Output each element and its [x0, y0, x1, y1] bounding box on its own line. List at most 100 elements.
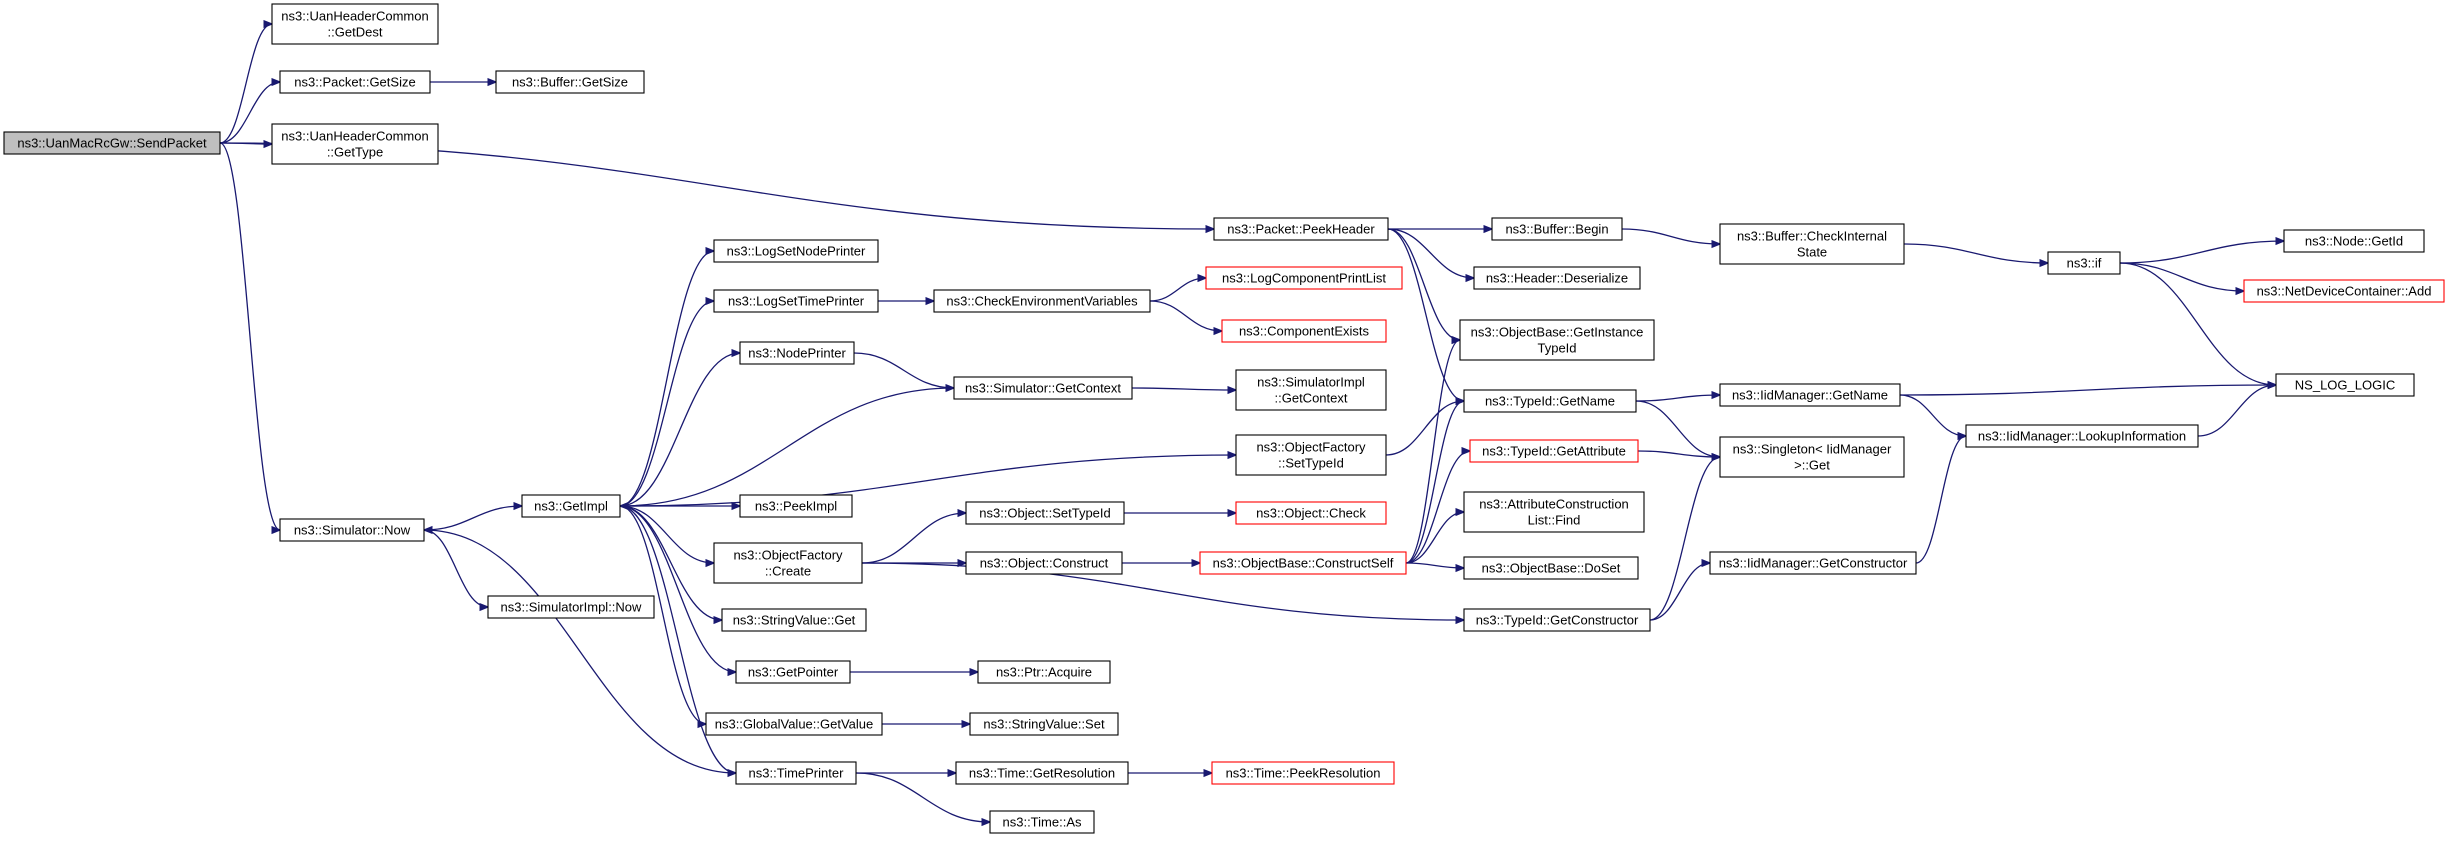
- node-simimpl-getcontext[interactable]: ns3::SimulatorImpl::GetContext: [1235, 369, 1387, 411]
- node-node-getid[interactable]: ns3::Node::GetId: [2283, 229, 2425, 253]
- node-stringvalue-get[interactable]: ns3::StringValue::Get: [721, 608, 867, 632]
- edge-simulator-now-to-simimpl-now: [423, 529, 488, 607]
- node-stringvalue-set[interactable]: ns3::StringValue::Set: [969, 712, 1119, 736]
- node-box: [1463, 389, 1637, 413]
- edge-typeid-getconstructor-to-iidmgr-getconstructor: [1649, 563, 1710, 621]
- edge-path: [619, 505, 736, 773]
- node-objbase-doset[interactable]: ns3::ObjectBase::DoSet: [1463, 556, 1639, 580]
- node-box: [713, 239, 879, 263]
- node-nodeprinter[interactable]: ns3::NodePrinter: [739, 341, 855, 365]
- node-typeid-getconstructor[interactable]: ns3::TypeId::GetConstructor: [1463, 608, 1651, 632]
- edge-path: [620, 387, 955, 506]
- node-label-line: ns3::AttributeConstruction: [1479, 497, 1629, 512]
- node-packet-peekheader[interactable]: ns3::Packet::PeekHeader: [1213, 217, 1389, 241]
- edge-path: [1915, 436, 1966, 564]
- node-label-line: ns3::Ptr::Acquire: [996, 665, 1092, 680]
- node-iidmgr-getname[interactable]: ns3::IidManager::GetName: [1719, 383, 1901, 407]
- node-ptr-acquire[interactable]: ns3::Ptr::Acquire: [977, 660, 1111, 684]
- node-box: [1965, 424, 2199, 448]
- node-box: [1463, 491, 1645, 533]
- node-time-as[interactable]: ns3::Time::As: [989, 810, 1095, 834]
- edge-timeprinter-to-time-as: [855, 772, 990, 822]
- node-ndc-add[interactable]: ns3::NetDeviceContainer::Add: [2243, 279, 2445, 303]
- node-objbase-constructself[interactable]: ns3::ObjectBase::ConstructSelf: [1199, 551, 1407, 575]
- node-componentexists[interactable]: ns3::ComponentExists: [1221, 319, 1387, 343]
- node-box: [977, 660, 1111, 684]
- node-simimpl-now[interactable]: ns3::SimulatorImpl::Now: [487, 595, 655, 619]
- node-packet-getsize[interactable]: ns3::Packet::GetSize: [279, 70, 431, 94]
- node-logsettimeprinter[interactable]: ns3::LogSetTimePrinter: [713, 289, 879, 313]
- edge-path: [619, 353, 740, 507]
- edge-path: [619, 505, 706, 724]
- edge-sendpacket-to-uhc-getdest: [219, 24, 272, 144]
- edge-path: [219, 142, 280, 530]
- node-buffer-getsize[interactable]: ns3::Buffer::GetSize: [495, 70, 645, 94]
- edge-path: [861, 513, 966, 564]
- node-buffer-begin[interactable]: ns3::Buffer::Begin: [1491, 217, 1623, 241]
- node-label-line: ns3::Object::Check: [1256, 506, 1366, 521]
- node-globalvalue-getvalue[interactable]: ns3::GlobalValue::GetValue: [705, 712, 883, 736]
- edge-path: [2119, 262, 2276, 385]
- edge-getimpl-to-objfactory-create: [619, 505, 714, 563]
- edge-objbase-constructself-to-attrconstlist-find: [1405, 512, 1464, 564]
- node-simulator-now[interactable]: ns3::Simulator::Now: [279, 518, 425, 542]
- node-box: [2047, 251, 2121, 275]
- edge-checkenvvars-to-componentexists: [1149, 300, 1222, 331]
- node-iidmgr-getconstructor[interactable]: ns3::IidManager::GetConstructor: [1709, 551, 1917, 575]
- node-object-check[interactable]: ns3::Object::Check: [1235, 501, 1387, 525]
- node-ns3-if[interactable]: ns3::if: [2047, 251, 2121, 275]
- node-box: [1211, 761, 1395, 785]
- node-object-settypeid[interactable]: ns3::Object::SetTypeId: [965, 501, 1125, 525]
- edge-path: [1649, 563, 1710, 621]
- node-label-line: ns3::ObjectFactory: [733, 548, 843, 563]
- node-checkenvvars[interactable]: ns3::CheckEnvironmentVariables: [933, 289, 1151, 313]
- node-label-line: ::GetType: [327, 145, 383, 160]
- node-label-line: ns3::TimePrinter: [749, 766, 845, 781]
- edge-objfactory-create-to-typeid-getconstructor: [861, 562, 1464, 620]
- node-label-line: ns3::UanHeaderCommon: [281, 9, 428, 24]
- node-logsetnodeprinter[interactable]: ns3::LogSetNodePrinter: [713, 239, 879, 263]
- node-singleton-get[interactable]: ns3::Singleton< IidManager>::Get: [1719, 436, 1905, 478]
- node-label-line: ns3::ObjectBase::ConstructSelf: [1213, 556, 1394, 571]
- node-typeid-getattribute[interactable]: ns3::TypeId::GetAttribute: [1469, 439, 1639, 463]
- node-header-deserialize[interactable]: ns3::Header::Deserialize: [1473, 266, 1641, 290]
- node-objfactory-create[interactable]: ns3::ObjectFactory::Create: [713, 542, 863, 584]
- node-peekimpl[interactable]: ns3::PeekImpl: [739, 494, 853, 518]
- edge-simulator-getcontext-to-getimpl: [620, 387, 955, 506]
- edge-path: [1405, 340, 1460, 564]
- node-uhc-gettype[interactable]: ns3::UanHeaderCommon::GetType: [271, 123, 439, 165]
- node-box: [271, 3, 439, 45]
- edge-objfactory-create-to-object-settypeid: [861, 513, 966, 564]
- node-ns-log-logic[interactable]: NS_LOG_LOGIC: [2275, 373, 2415, 397]
- node-objfactory-settypeid[interactable]: ns3::ObjectFactory::SetTypeId: [1235, 434, 1387, 476]
- node-typeid-getname[interactable]: ns3::TypeId::GetName: [1463, 389, 1637, 413]
- node-label-line: ns3::Buffer::Begin: [1505, 222, 1608, 237]
- node-uhc-getdest[interactable]: ns3::UanHeaderCommon::GetDest: [271, 3, 439, 45]
- node-getimpl[interactable]: ns3::GetImpl: [521, 494, 621, 518]
- edge-path: [219, 82, 280, 144]
- node-getpointer[interactable]: ns3::GetPointer: [735, 660, 851, 684]
- node-box: [713, 289, 879, 313]
- node-label-line: ns3::PeekImpl: [755, 499, 837, 514]
- node-time-getresolution[interactable]: ns3::Time::GetResolution: [955, 761, 1129, 785]
- node-label-line: ns3::IidManager::GetName: [1732, 388, 1888, 403]
- node-box: [1221, 319, 1387, 343]
- node-box: [1709, 551, 1917, 575]
- node-time-peekresolution[interactable]: ns3::Time::PeekResolution: [1211, 761, 1395, 785]
- node-simulator-getcontext[interactable]: ns3::Simulator::GetContext: [953, 376, 1133, 400]
- edge-iidmgr-getname-to-iidmgr-lookupinfo: [1899, 394, 1966, 436]
- node-logcomponentprintlist[interactable]: ns3::LogComponentPrintList: [1205, 266, 1403, 290]
- node-box: [739, 341, 855, 365]
- node-label-line: ns3::LogSetNodePrinter: [727, 244, 866, 259]
- node-label-line: ::GetDest: [328, 25, 383, 40]
- edge-path: [2119, 262, 2244, 291]
- node-iidmgr-lookupinfo[interactable]: ns3::IidManager::LookupInformation: [1965, 424, 2199, 448]
- edge-ns3-if-to-ndc-add: [2119, 262, 2244, 291]
- edge-sendpacket-to-packet-getsize: [219, 82, 280, 144]
- node-sendpacket[interactable]: ns3::UanMacRcGw::SendPacket: [3, 131, 221, 155]
- node-timeprinter[interactable]: ns3::TimePrinter: [735, 761, 857, 785]
- node-object-construct[interactable]: ns3::Object::Construct: [965, 551, 1123, 575]
